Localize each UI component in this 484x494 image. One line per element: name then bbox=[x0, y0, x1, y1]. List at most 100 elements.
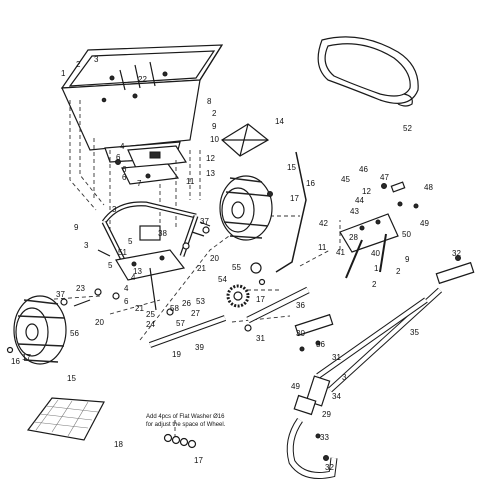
washer-note-line1: Add 4pcs of Flat Washer Ø16 bbox=[146, 414, 225, 420]
agitator-plate-icon bbox=[115, 145, 188, 185]
callout-label: 6 bbox=[116, 153, 121, 162]
callout-label: 39 bbox=[195, 343, 204, 352]
callout-label: 48 bbox=[424, 183, 433, 192]
axle-icon bbox=[148, 261, 475, 348]
callout-label: 12 bbox=[362, 187, 371, 196]
callout-label: 26 bbox=[182, 299, 191, 308]
callout-label: 17 bbox=[256, 295, 265, 304]
callout-label: 2 bbox=[372, 280, 377, 289]
callout-label: 16 bbox=[306, 179, 315, 188]
callout-label: 4 bbox=[120, 142, 125, 151]
callout-label: 12 bbox=[206, 154, 215, 163]
callout-label: 45 bbox=[341, 175, 350, 184]
callout-label: 30 bbox=[296, 329, 305, 338]
callout-label: 41 bbox=[336, 248, 345, 257]
washers-icon bbox=[163, 433, 197, 449]
callout-label: 3 bbox=[342, 373, 347, 382]
washer-note-line2: for adjust the space of Wheel. bbox=[146, 422, 226, 428]
callout-label: 27 bbox=[191, 309, 200, 318]
callout-label: 17 bbox=[22, 353, 31, 362]
callout-label: 25 bbox=[146, 310, 155, 319]
callout-label: 18 bbox=[114, 440, 123, 449]
callout-label: 43 bbox=[350, 207, 359, 216]
grip-icon bbox=[286, 417, 338, 479]
callout-label: 21 bbox=[197, 264, 206, 273]
callout-label: 9 bbox=[212, 122, 217, 131]
callout-label: 57 bbox=[176, 319, 185, 328]
callout-label: 17 bbox=[290, 194, 299, 203]
callout-label: 20 bbox=[95, 318, 104, 327]
callout-label: 34 bbox=[332, 392, 341, 401]
callout-label: 29 bbox=[322, 410, 331, 419]
hopper-icon bbox=[60, 44, 224, 163]
callout-label: 16 bbox=[11, 357, 20, 366]
callout-label: 49 bbox=[291, 382, 300, 391]
callout-label: 9 bbox=[74, 223, 79, 232]
callout-label: 37 bbox=[200, 217, 209, 226]
callout-label: 7 bbox=[137, 179, 142, 188]
callout-label: 51 bbox=[118, 248, 127, 257]
callout-label: 23 bbox=[76, 284, 85, 293]
callout-label: 13 bbox=[133, 267, 142, 276]
callout-label: 14 bbox=[275, 117, 284, 126]
callout-label: 31 bbox=[332, 353, 341, 362]
callout-label: 55 bbox=[232, 263, 241, 272]
callout-label: 53 bbox=[196, 297, 205, 306]
spinner-plate-icon bbox=[220, 123, 270, 157]
callout-label: 37 bbox=[56, 290, 65, 299]
callout-label: 11 bbox=[318, 243, 327, 252]
callout-label: 50 bbox=[402, 230, 411, 239]
callout-label: 33 bbox=[320, 433, 329, 442]
callout-label: 6 bbox=[122, 173, 127, 182]
callout-label: 3 bbox=[84, 241, 89, 250]
callout-label: 3 bbox=[112, 205, 117, 214]
callout-label: 19 bbox=[172, 350, 181, 359]
callout-label: 4 bbox=[124, 284, 129, 293]
callout-label: 47 bbox=[380, 173, 389, 182]
callout-label: 32 bbox=[325, 463, 334, 472]
callout-label: 35 bbox=[410, 328, 419, 337]
callout-label: 20 bbox=[210, 254, 219, 263]
wheel-icon bbox=[13, 295, 67, 365]
callout-label: 6 bbox=[122, 165, 127, 174]
callout-label: 22 bbox=[138, 75, 147, 84]
callout-label: 56 bbox=[70, 329, 79, 338]
callout-label: 13 bbox=[206, 169, 215, 178]
callout-label: 1 bbox=[61, 69, 66, 78]
callout-label: 21 bbox=[135, 304, 144, 313]
callout-label: 2 bbox=[212, 109, 217, 118]
callout-label: 54 bbox=[218, 275, 227, 284]
hardware bbox=[6, 191, 461, 439]
callout-label: 32 bbox=[452, 249, 461, 258]
callout-label: 11 bbox=[186, 177, 195, 186]
bag-cover-icon bbox=[317, 36, 419, 107]
callout-label: 15 bbox=[67, 374, 76, 383]
callout-label: 49 bbox=[420, 219, 429, 228]
callout-label: 8 bbox=[207, 97, 212, 106]
wheel-icon bbox=[219, 175, 273, 241]
gear-icon bbox=[226, 262, 262, 308]
handle-icon bbox=[293, 287, 443, 416]
callout-label: 36 bbox=[296, 301, 305, 310]
callout-label: 36 bbox=[316, 340, 325, 349]
screen-icon bbox=[26, 397, 105, 441]
callout-label: 6 bbox=[124, 297, 129, 306]
frame-icon bbox=[101, 201, 199, 311]
callout-label: 5 bbox=[108, 261, 113, 270]
callout-label: 52 bbox=[403, 124, 412, 133]
callout-label: 1 bbox=[374, 264, 379, 273]
callout-label: 42 bbox=[319, 219, 328, 228]
callout-label: 17 bbox=[194, 456, 203, 465]
callout-label: 40 bbox=[371, 249, 380, 258]
callout-label: 58 bbox=[170, 304, 179, 313]
control-rod-icon bbox=[275, 151, 419, 279]
callout-label: 2 bbox=[76, 60, 81, 69]
callout-label: 46 bbox=[359, 165, 368, 174]
callout-label: 5 bbox=[128, 237, 133, 246]
callout-label: 38 bbox=[158, 229, 167, 238]
callout-label: 4 bbox=[131, 273, 136, 282]
callout-label: 31 bbox=[256, 334, 265, 343]
callout-label: 44 bbox=[355, 196, 364, 205]
